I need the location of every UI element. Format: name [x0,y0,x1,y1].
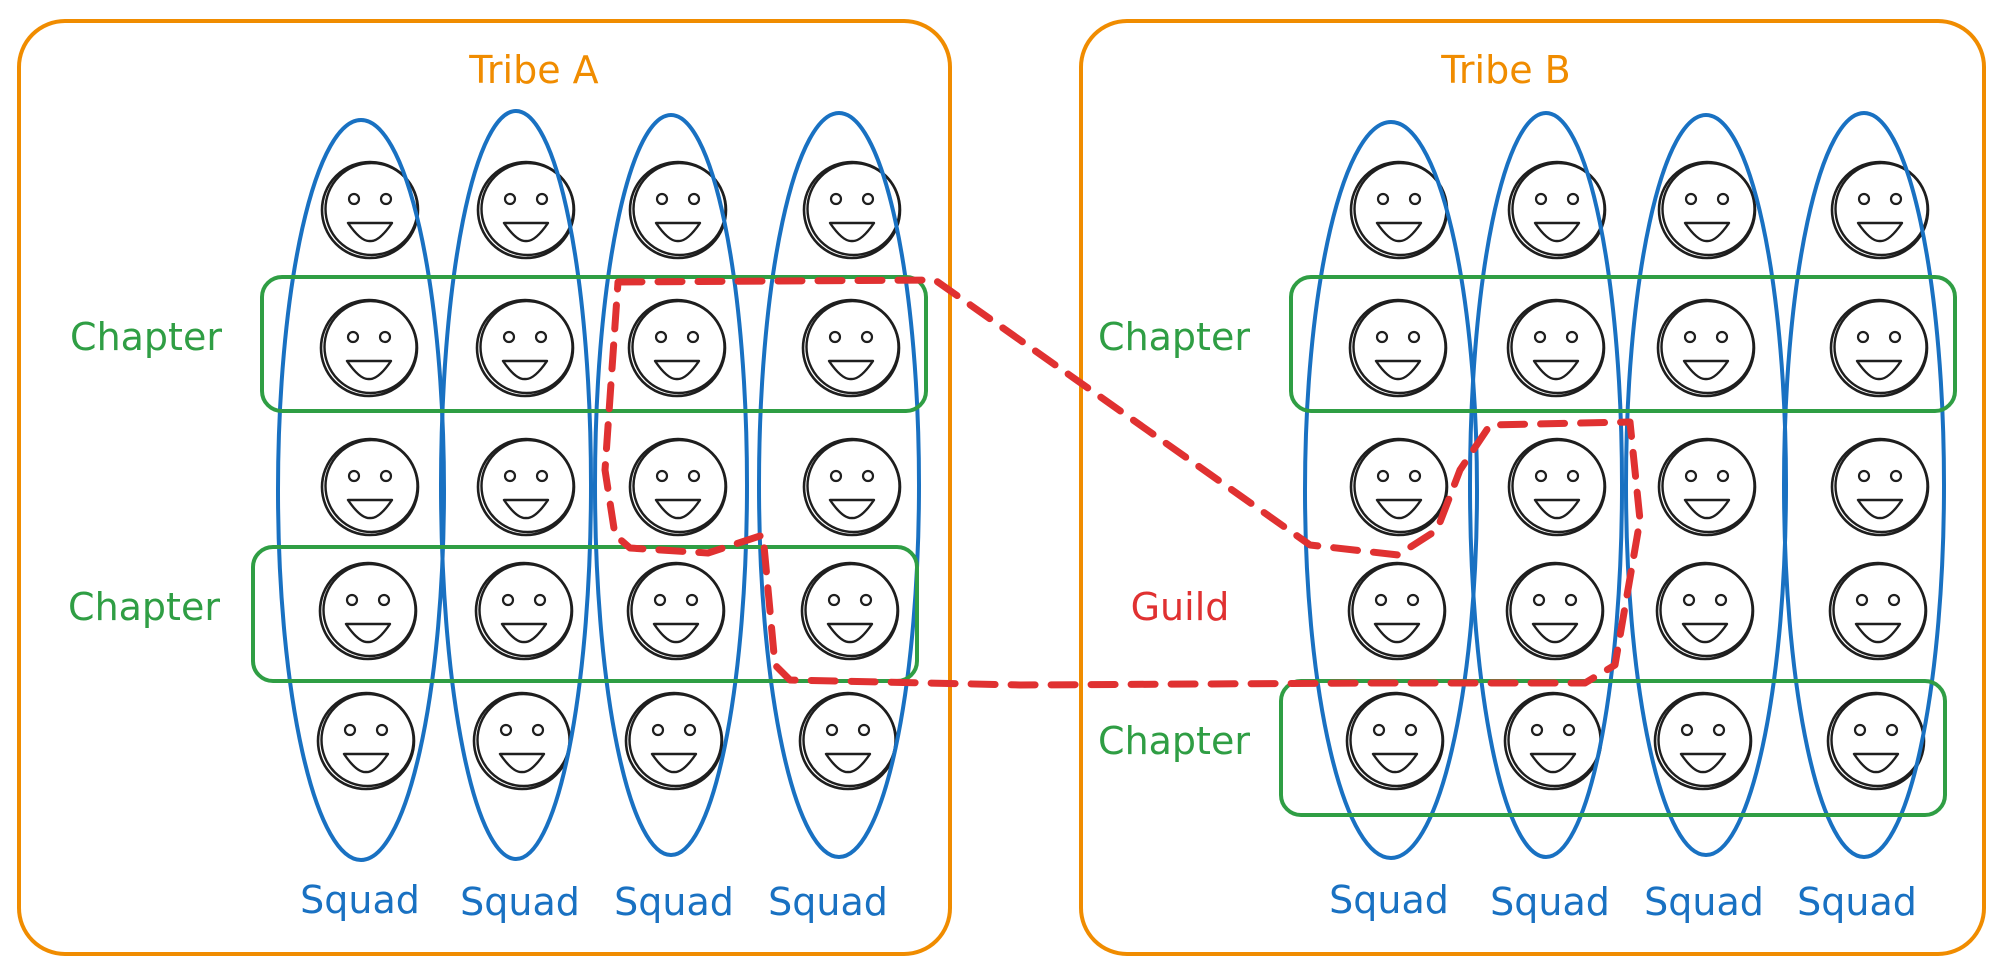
tribe-a-squad-1-oval [276,118,446,862]
smiley-face-icon [627,298,727,398]
smiley-face-icon [1345,691,1445,791]
smiley-face-icon [1657,437,1757,537]
tribe-b-squad-2-label: Squad [1490,880,1610,924]
smiley-face-icon [1830,437,1930,537]
smiley-face-icon [801,298,901,398]
tribe-a-title: Tribe A [468,48,598,92]
chapters-layer [251,275,1957,817]
tribe-b-squad-4-label: Squad [1797,880,1917,924]
smiley-face-icon [802,437,902,537]
tribe-b-chapter-1-box [1289,275,1957,413]
guild-outline [601,276,1644,689]
smiley-face-icon [1829,298,1929,398]
smiley-face-icon [1506,298,1606,398]
tribe-b-title: Tribe B [1440,48,1570,92]
smiley-face-icon [320,437,420,537]
tribe-b-squad-1-oval [1303,120,1479,860]
smiley-face-icon [1830,160,1930,260]
tribe-b-chapter-1-label: Chapter [1098,315,1250,359]
tribe-b-frame [1079,19,1986,956]
tribe-a-squad-4-label: Squad [768,880,888,924]
smiley-face-icon [628,160,728,260]
tribe-a-frame [17,19,952,956]
tribe-a-squad-3-label: Squad [614,880,734,924]
tribe-a-chapter-2-label: Chapter [68,585,220,629]
smiley-face-icon [1826,691,1926,791]
smiley-face-icon [1655,561,1755,661]
smiley-face-icon [626,561,726,661]
smiley-face-icon [1503,691,1603,791]
smiley-face-icon [476,437,576,537]
smiley-face-icon [316,691,416,791]
smiley-face-icon [1349,437,1449,537]
tribe-a-squad-2-label: Squad [460,880,580,924]
tribe-b-squad-2-oval [1468,111,1624,859]
tribe-a-chapter-2-box [251,545,919,683]
tribe-b-squad-3-label: Squad [1644,880,1764,924]
smiley-face-icon [474,561,574,661]
smiley-face-icon [802,160,902,260]
smiley-face-icon [476,160,576,260]
tribe-a-squad-2-oval [439,109,593,861]
smiley-face-icon [1507,160,1607,260]
smiley-face-icon [1505,561,1605,661]
smiley-face-icon [320,160,420,260]
tribe-a-chapter-1-label: Chapter [70,315,222,359]
smiley-face-icon [318,561,418,661]
smiley-face-icon [1828,561,1928,661]
tribe-a-chapter-1-box [260,275,928,413]
smiley-face-icon [1653,691,1753,791]
smiley-face-icon [1347,561,1447,661]
guild-label: Guild [1131,585,1230,629]
smiley-face-icon [798,691,898,791]
tribe-b-squad-1-label: Squad [1329,878,1449,922]
smiley-face-icon [624,691,724,791]
tribe-a-squad-4-oval [757,111,921,859]
members-layer [316,160,1930,791]
smiley-face-icon [319,298,419,398]
smiley-face-icon [475,298,575,398]
tribe-a-squad-3-oval [593,113,749,857]
smiley-face-icon [628,437,728,537]
tribe-b-chapter-2-label: Chapter [1098,719,1250,763]
smiley-face-icon [1656,298,1756,398]
smiley-face-icon [800,561,900,661]
smiley-face-icon [1348,298,1448,398]
tribe-b-squad-4-oval [1782,111,1946,859]
smiley-face-icon [1657,160,1757,260]
smiley-face-icon [1349,160,1449,260]
tribe-a-squad-1-label: Squad [300,878,420,922]
tribe-b-chapter-2-box [1279,679,1947,817]
squads-layer [276,109,1946,862]
smiley-face-icon [472,691,572,791]
smiley-face-icon [1507,437,1607,537]
